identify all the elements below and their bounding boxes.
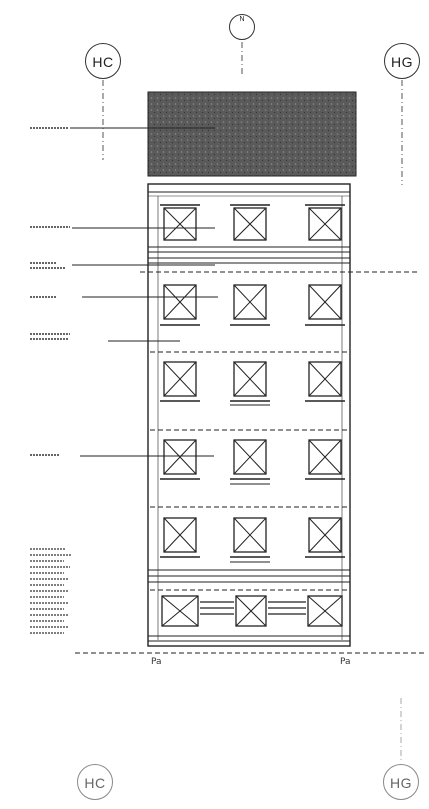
- level-mark-right: Pa: [340, 657, 351, 667]
- north-marker-icon: N: [229, 14, 255, 40]
- building-outline: [147, 183, 351, 647]
- annotation-leaders: [70, 127, 218, 457]
- window-row-5: [160, 517, 345, 563]
- level-lines: [75, 271, 425, 654]
- window-row-4: [160, 439, 345, 485]
- window-row-1: [160, 204, 345, 241]
- windows: [160, 204, 345, 627]
- grid-label-hg-top: HG: [384, 43, 420, 79]
- grid-label-hg-bottom: HG: [383, 764, 419, 800]
- window-row-ground: [161, 595, 343, 627]
- window-row-3: [160, 361, 345, 406]
- grid-label-hc-bottom: HC: [77, 764, 113, 800]
- floor-bands: [148, 246, 350, 642]
- annotation-text-marks: [30, 127, 70, 456]
- level-mark-left: Pa: [151, 657, 162, 667]
- window-row-2: [160, 284, 345, 326]
- roof-block: [147, 91, 357, 177]
- north-marker-label: N: [239, 16, 245, 23]
- grid-label-hc-top: HC: [85, 43, 121, 79]
- grid-lines: [102, 42, 403, 760]
- legend-marks: [30, 548, 72, 634]
